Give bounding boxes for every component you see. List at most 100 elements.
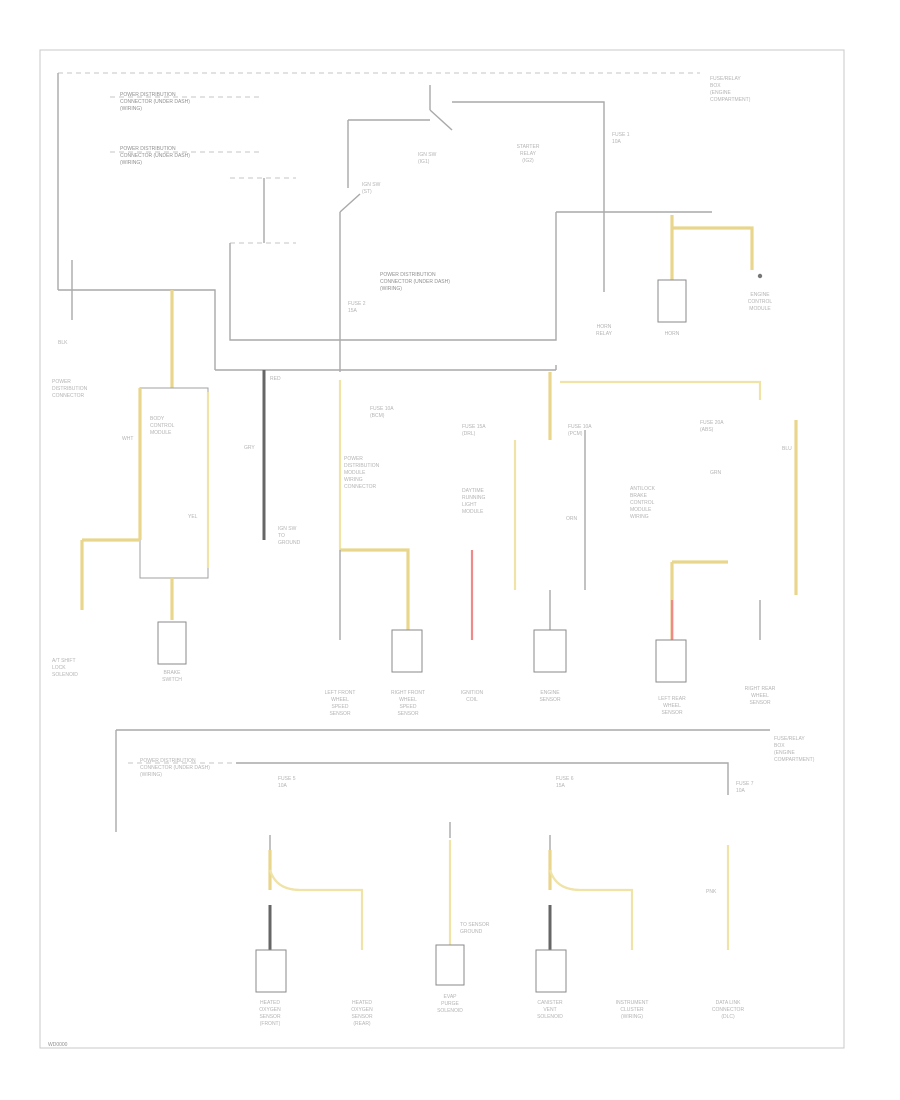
svg-text:WHEEL: WHEEL <box>399 697 417 703</box>
svg-text:FUSE/RELAY: FUSE/RELAY <box>774 736 805 742</box>
svg-text:CONNECTOR: CONNECTOR <box>52 393 85 399</box>
svg-text:SENSOR: SENSOR <box>259 1014 281 1020</box>
svg-text:DISTRIBUTION: DISTRIBUTION <box>52 386 88 392</box>
svg-text:(WIRING): (WIRING) <box>380 286 402 292</box>
svg-text:(ENGINE: (ENGINE <box>774 750 796 756</box>
svg-text:EVAP: EVAP <box>444 994 458 1000</box>
svg-text:RUNNING: RUNNING <box>462 495 485 501</box>
svg-text:RED: RED <box>270 376 281 382</box>
svg-text:MODULE: MODULE <box>749 306 771 312</box>
svg-text:WIRING: WIRING <box>344 477 363 483</box>
svg-text:FUSE 15A: FUSE 15A <box>462 424 486 430</box>
svg-text:SENSOR: SENSOR <box>539 697 561 703</box>
svg-text:LOCK: LOCK <box>52 665 66 671</box>
svg-text:CONNECTOR (UNDER DASH): CONNECTOR (UNDER DASH) <box>120 99 190 105</box>
svg-text:WHEEL: WHEEL <box>331 697 349 703</box>
svg-text:IGN SW: IGN SW <box>418 152 437 158</box>
svg-text:POWER DISTRIBUTION: POWER DISTRIBUTION <box>120 146 176 152</box>
svg-text:(ABS): (ABS) <box>700 427 714 433</box>
svg-text:RIGHT REAR: RIGHT REAR <box>745 686 776 692</box>
mid-components-row: LEFT FRONT WHEEL SPEED SENSOR RIGHT FRON… <box>325 686 776 717</box>
svg-text:MODULE: MODULE <box>462 509 484 515</box>
svg-text:SPEED: SPEED <box>332 704 349 710</box>
svg-text:FUSE 5: FUSE 5 <box>278 776 296 782</box>
svg-text:POWER DISTRIBUTION: POWER DISTRIBUTION <box>120 92 176 98</box>
svg-text:ENGINE: ENGINE <box>540 690 560 696</box>
svg-text:HEATED: HEATED <box>352 1000 372 1006</box>
svg-text:SWITCH: SWITCH <box>162 677 182 683</box>
svg-text:SPEED: SPEED <box>400 704 417 710</box>
center-modules: RED GRY IGN SW TO GROUND FUSE 10A (BCM) … <box>244 370 798 683</box>
svg-text:CONTROL: CONTROL <box>150 423 175 429</box>
svg-text:HORN: HORN <box>665 331 680 337</box>
svg-text:(IG1): (IG1) <box>418 159 430 165</box>
svg-text:IGN SW: IGN SW <box>278 526 297 532</box>
svg-text:SENSOR: SENSOR <box>351 1014 373 1020</box>
svg-text:WHEEL: WHEEL <box>751 693 769 699</box>
svg-text:IGN SW: IGN SW <box>362 182 381 188</box>
svg-text:COIL: COIL <box>466 697 478 703</box>
svg-text:LEFT FRONT: LEFT FRONT <box>325 690 356 696</box>
svg-text:BRAKE: BRAKE <box>164 670 182 676</box>
svg-text:(DLC): (DLC) <box>721 1014 735 1020</box>
svg-text:ANTILOCK: ANTILOCK <box>630 486 656 492</box>
svg-text:POWER DISTRIBUTION: POWER DISTRIBUTION <box>140 758 196 764</box>
svg-text:WHT: WHT <box>122 436 133 442</box>
svg-text:LEFT REAR: LEFT REAR <box>658 696 686 702</box>
svg-text:SENSOR: SENSOR <box>397 711 419 717</box>
svg-text:BODY: BODY <box>150 416 165 422</box>
svg-text:WHEEL: WHEEL <box>663 703 681 709</box>
svg-text:FUSE 20A: FUSE 20A <box>700 420 724 426</box>
svg-text:RELAY: RELAY <box>520 151 537 157</box>
svg-text:10A: 10A <box>278 783 288 789</box>
svg-text:RIGHT FRONT: RIGHT FRONT <box>391 690 425 696</box>
svg-text:(DRL): (DRL) <box>462 431 476 437</box>
svg-text:RELAY: RELAY <box>596 331 613 337</box>
svg-text:(WIRING): (WIRING) <box>140 772 162 778</box>
svg-text:GRN: GRN <box>710 470 722 476</box>
svg-text:SOLENOID: SOLENOID <box>537 1014 563 1020</box>
canister-vent-solenoid-device <box>535 949 567 993</box>
svg-text:FUSE 1: FUSE 1 <box>612 132 630 138</box>
svg-text:CANISTER: CANISTER <box>537 1000 563 1006</box>
footer-code: WD0000 <box>48 1042 68 1048</box>
svg-text:(ST): (ST) <box>362 189 372 195</box>
svg-text:POWER DISTRIBUTION: POWER DISTRIBUTION <box>380 272 436 278</box>
svg-text:MODULE: MODULE <box>630 507 652 513</box>
svg-text:POWER: POWER <box>344 456 363 462</box>
top-section: POWER DISTRIBUTION CONNECTOR (UNDER DASH… <box>57 72 772 372</box>
svg-text:SENSOR: SENSOR <box>329 711 351 717</box>
svg-text:15A: 15A <box>348 308 358 314</box>
svg-text:10A: 10A <box>612 139 622 145</box>
left-column: POWER DISTRIBUTION CONNECTOR BODY CONTRO… <box>52 260 210 683</box>
svg-text:A/T SHIFT: A/T SHIFT <box>52 658 76 664</box>
engine-sensor-device <box>533 629 567 673</box>
svg-text:(WIRING): (WIRING) <box>621 1014 643 1020</box>
svg-text:CONNECTOR (UNDER DASH): CONNECTOR (UNDER DASH) <box>120 153 190 159</box>
svg-text:OXYGEN: OXYGEN <box>351 1007 373 1013</box>
svg-text:DAYTIME: DAYTIME <box>462 488 485 494</box>
evap-purge-solenoid-device <box>435 944 465 986</box>
svg-text:ORN: ORN <box>566 516 578 522</box>
svg-text:BLK: BLK <box>58 340 68 346</box>
svg-text:MODULE: MODULE <box>344 470 366 476</box>
svg-text:FUSE 10A: FUSE 10A <box>568 424 592 430</box>
svg-text:OXYGEN: OXYGEN <box>259 1007 281 1013</box>
svg-text:(WIRING): (WIRING) <box>120 160 142 166</box>
svg-text:IGNITION: IGNITION <box>461 690 484 696</box>
svg-text:SOLENOID: SOLENOID <box>437 1008 463 1014</box>
svg-text:COMPARTMENT): COMPARTMENT) <box>710 97 751 103</box>
svg-text:CONNECTOR (UNDER DASH): CONNECTOR (UNDER DASH) <box>380 279 450 285</box>
bottom-section: POWER DISTRIBUTION CONNECTOR (UNDER DASH… <box>115 729 815 1027</box>
svg-text:CONNECTOR (UNDER DASH): CONNECTOR (UNDER DASH) <box>140 765 210 771</box>
svg-text:DISTRIBUTION: DISTRIBUTION <box>344 463 380 469</box>
svg-text:PURGE: PURGE <box>441 1001 459 1007</box>
svg-text:LIGHT: LIGHT <box>462 502 477 508</box>
oxygen-sensor-front-device <box>255 949 287 993</box>
svg-text:BOX: BOX <box>774 743 785 749</box>
svg-text:COMPARTMENT): COMPARTMENT) <box>774 757 815 763</box>
svg-text:CONNECTOR: CONNECTOR <box>344 484 377 490</box>
svg-text:10A: 10A <box>736 788 746 794</box>
svg-text:FUSE 6: FUSE 6 <box>556 776 574 782</box>
